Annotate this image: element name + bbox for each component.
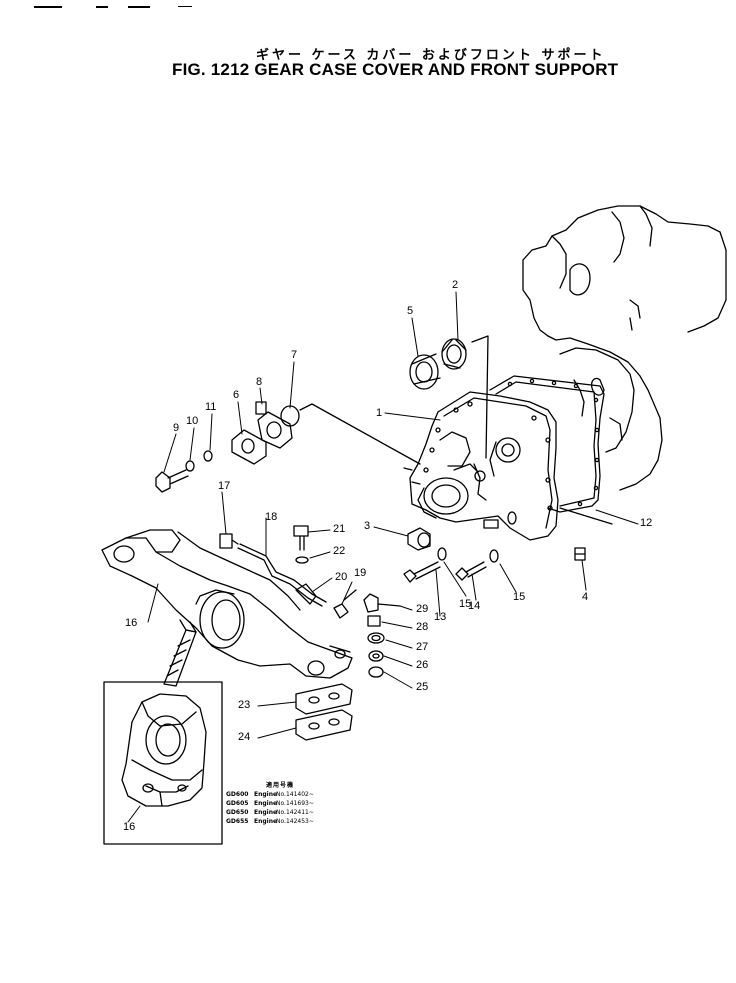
scan-mark xyxy=(34,6,62,8)
o-ring-part-7 xyxy=(280,403,421,465)
callout-22: 22 xyxy=(333,545,346,557)
callout-19: 19 xyxy=(354,567,367,579)
washer-part-26 xyxy=(368,650,384,662)
housing-part-6 xyxy=(231,429,267,465)
callout-3: 3 xyxy=(364,520,371,532)
callout-18: 18 xyxy=(265,511,278,523)
callout-4: 4 xyxy=(582,591,589,603)
callout-6: 6 xyxy=(233,389,240,401)
callout-11: 11 xyxy=(205,401,217,413)
fitting-part-28 xyxy=(367,615,381,627)
washer-part-22 xyxy=(295,556,309,564)
bolt-part-14 xyxy=(455,561,487,581)
scan-mark xyxy=(96,6,108,8)
gasket-part-12 xyxy=(489,375,613,525)
callout-13: 13 xyxy=(434,611,447,623)
callout-29: 29 xyxy=(416,603,429,615)
bolt-part-9 xyxy=(155,469,189,493)
washer-part-25 xyxy=(368,666,384,678)
title-english: FIG. 1212 GEAR CASE COVER AND FRONT SUPP… xyxy=(172,60,619,79)
plug-part-3 xyxy=(407,527,431,551)
inset-detail-box xyxy=(103,681,223,845)
bearing-part-5 xyxy=(409,353,441,390)
scan-mark xyxy=(178,6,192,7)
gear-case-cover-part-1 xyxy=(403,391,559,541)
washer-part-27 xyxy=(367,632,385,644)
callout-28: 28 xyxy=(416,621,429,633)
shim-part-23 xyxy=(295,683,353,715)
front-support-part-16 xyxy=(101,529,353,679)
callout-15-left: 15 xyxy=(459,598,472,610)
callout-15-right: 15 xyxy=(513,591,526,603)
callout-1: 1 xyxy=(376,407,383,419)
washer-part-10 xyxy=(185,460,195,472)
connector-part-29 xyxy=(363,593,401,613)
bolt-part-13 xyxy=(403,561,441,583)
fitting-part-17 xyxy=(219,533,239,549)
callout-23: 23 xyxy=(238,699,251,711)
callout-12: 12 xyxy=(640,517,653,529)
applicability-header: 適用号機 xyxy=(266,782,295,789)
callout-10: 10 xyxy=(186,415,199,427)
engine-block-outline xyxy=(522,205,727,491)
callout-2: 2 xyxy=(452,279,459,291)
plate-part-8 xyxy=(255,401,293,449)
clip-part-20 xyxy=(295,583,317,605)
scan-mark xyxy=(128,6,150,8)
assembly-guide-line xyxy=(471,335,489,459)
callout-20: 20 xyxy=(335,571,348,583)
leader-lines xyxy=(127,291,639,823)
callout-17: 17 xyxy=(218,480,231,492)
callout-5: 5 xyxy=(407,305,414,317)
title-japanese: ギヤー ケース カバー およびフロント サポート xyxy=(256,48,606,63)
callout-14: 14 xyxy=(468,600,481,612)
callout-27: 27 xyxy=(416,641,429,653)
washer-part-15 xyxy=(437,547,447,561)
callout-21: 21 xyxy=(333,523,346,535)
callout-16-main: 16 xyxy=(125,617,138,629)
callout-26: 26 xyxy=(416,659,429,671)
washer-part-15-b xyxy=(489,549,499,563)
callout-16-inset: 16 xyxy=(123,821,136,833)
bolt-part-19 xyxy=(333,589,357,619)
washer-part-11 xyxy=(203,450,213,462)
callout-9: 9 xyxy=(173,422,180,434)
tube-part-18 xyxy=(237,543,327,607)
bolt-part-4 xyxy=(574,547,586,561)
shim-part-24 xyxy=(295,709,353,741)
oil-seal-part-2 xyxy=(441,338,467,370)
callout-7: 7 xyxy=(291,349,298,361)
callout-8: 8 xyxy=(256,376,263,388)
callout-25: 25 xyxy=(416,681,429,693)
view-arrow xyxy=(163,619,197,687)
bolt-part-21 xyxy=(293,525,309,551)
callout-24: 24 xyxy=(238,731,251,743)
